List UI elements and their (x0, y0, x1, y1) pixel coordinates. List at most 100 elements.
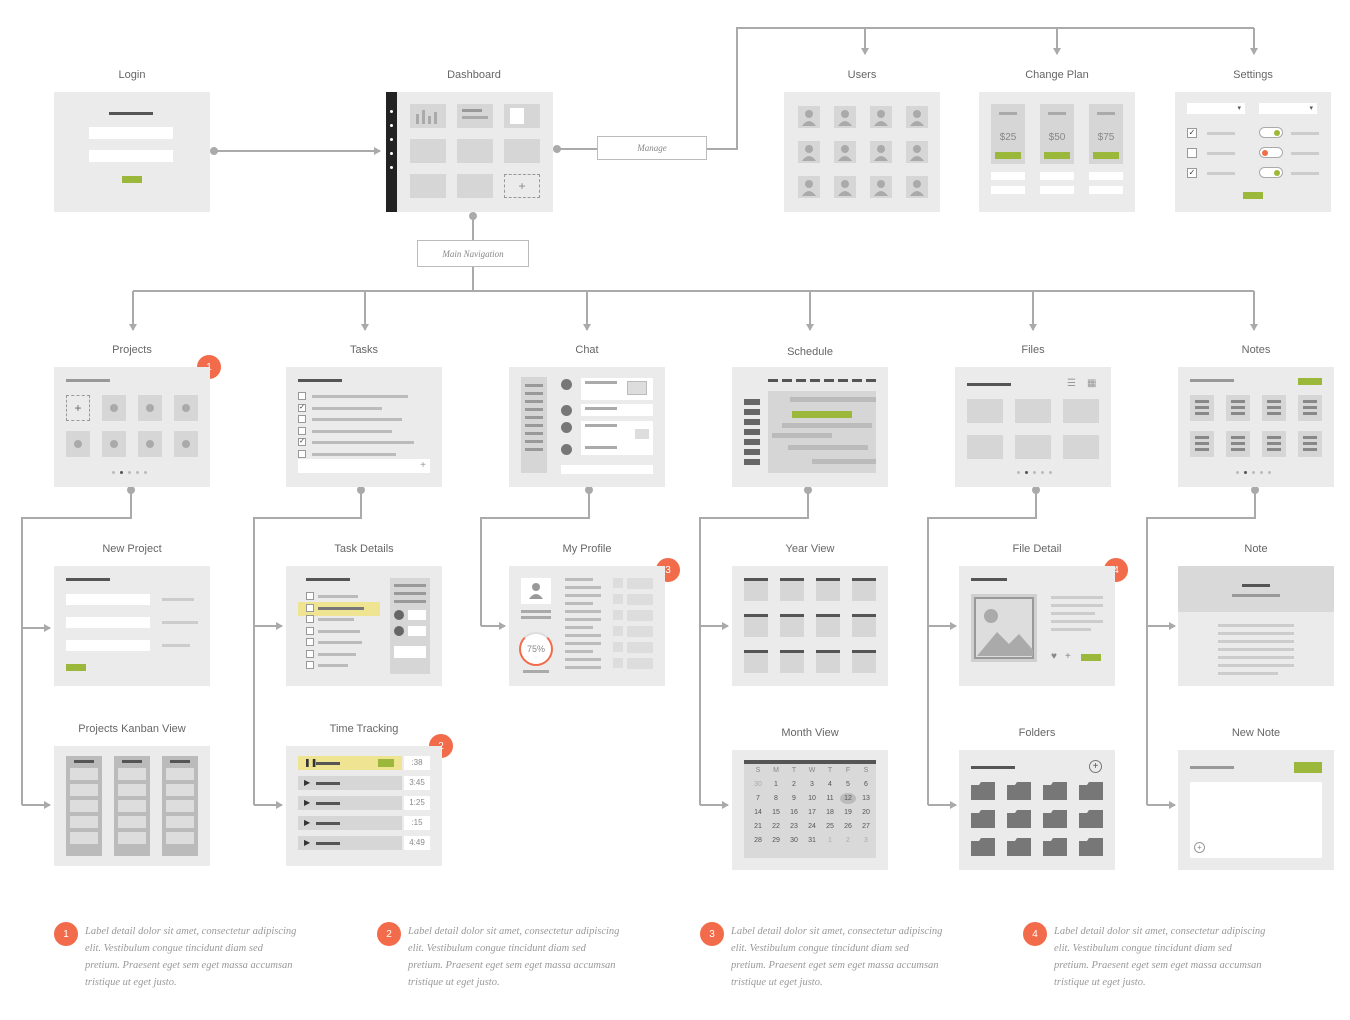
projects-screen[interactable]: + (54, 367, 210, 487)
new-project-screen[interactable] (54, 566, 210, 686)
user-icon (613, 642, 623, 652)
calendar-day: 6 (864, 781, 868, 788)
user-icon (613, 594, 623, 604)
play-icon: ▶ (304, 778, 311, 787)
note-card (1298, 431, 1322, 457)
folder-icon (971, 782, 995, 800)
user-icon (521, 578, 551, 604)
folder-icon (1079, 838, 1103, 856)
checkbox-icon (298, 392, 306, 400)
checkbox-icon (1187, 148, 1197, 158)
projects-title: Projects (112, 344, 152, 356)
month-view-title: Month View (781, 727, 839, 739)
project-card (138, 395, 162, 421)
calendar-day: 16 (790, 809, 798, 816)
avatar (561, 379, 572, 390)
note-card (1226, 431, 1250, 457)
time-tracking-screen[interactable]: ❚❚:38▶3:45▶1:25▶:15▶4:49 (286, 746, 442, 866)
add-attachment-icon: + (1194, 842, 1205, 853)
chat-screen[interactable] (509, 367, 665, 487)
time-value: 1:25 (404, 796, 430, 810)
month-cell (816, 617, 840, 637)
note-card (1190, 395, 1214, 421)
time-value: :15 (404, 816, 430, 830)
checkbox-icon (298, 415, 306, 423)
user-avatar-icon (834, 141, 856, 163)
checkbox-checked-icon: ✓ (298, 403, 306, 412)
pause-icon: ❚❚ (304, 758, 318, 767)
footnote-text: Label detail dolor sit amet, consectetur… (408, 926, 620, 988)
folder-icon (1043, 838, 1067, 856)
folder-icon (1007, 782, 1031, 800)
folders-screen[interactable]: + (959, 750, 1115, 870)
pagination-dot (144, 471, 147, 474)
project-card (138, 431, 162, 457)
dashboard-screen[interactable]: + (386, 92, 553, 212)
footnote-badge: 1 (54, 922, 78, 946)
calendar-day: 9 (792, 795, 796, 802)
checkbox-checked-icon: ✓ (1187, 168, 1197, 178)
avatar (561, 422, 572, 433)
kanban-card (118, 832, 146, 844)
calendar-weekday: T (827, 767, 833, 774)
pagination-dot (1252, 471, 1255, 474)
kanban-card (166, 784, 194, 796)
calendar-weekday: W (808, 767, 816, 774)
pagination-dot (128, 471, 131, 474)
new-note-screen[interactable]: + (1178, 750, 1334, 870)
dashboard-title: Dashboard (447, 69, 501, 81)
my-profile-title: My Profile (562, 543, 612, 555)
my-profile-screen[interactable]: 75% (509, 566, 665, 686)
toggle-off-icon (1259, 147, 1283, 158)
tasks-screen[interactable]: + ✓✓ (286, 367, 442, 487)
tasks-title: Tasks (349, 344, 379, 356)
change-plan-title: Change Plan (1025, 69, 1089, 81)
login-screen[interactable] (54, 92, 210, 212)
folder-icon (1079, 782, 1103, 800)
change-plan-screen[interactable]: $25 $50 $75 (979, 92, 1135, 212)
file-detail-screen[interactable]: ♥ + (959, 566, 1115, 686)
notes-screen[interactable] (1178, 367, 1334, 487)
note-screen[interactable] (1178, 566, 1334, 686)
login-title: Login (118, 69, 146, 81)
calendar-day: 3 (810, 781, 814, 788)
projects-kanban-screen[interactable] (54, 746, 210, 866)
calendar-day: 10 (808, 795, 816, 802)
month-cell (780, 617, 804, 637)
kanban-card (118, 816, 146, 828)
checkbox-icon (306, 615, 314, 623)
time-value: 3:45 (404, 776, 430, 790)
connector-files-sub (927, 490, 1037, 805)
kanban-card (118, 768, 146, 780)
year-view-screen[interactable] (732, 566, 888, 686)
calendar-day: 25 (826, 823, 834, 830)
kanban-card (166, 768, 194, 780)
user-icon (613, 658, 623, 668)
time-value: :38 (404, 756, 430, 770)
dropdown-icon: ▾ (1259, 103, 1317, 114)
projects-kanban-title: Projects Kanban View (78, 723, 186, 735)
calendar-day: 12 (840, 793, 856, 804)
calendar-day: 11 (826, 795, 834, 802)
login-button (122, 176, 142, 183)
user-avatar-icon (834, 106, 856, 128)
footnote-badge: 3 (700, 922, 724, 946)
time-value: 4:49 (404, 836, 430, 850)
footnote-badge: 4 (1023, 922, 1047, 946)
calendar-day: 18 (826, 809, 834, 816)
username-field (89, 127, 173, 139)
month-cell (852, 653, 876, 673)
user-icon (510, 108, 524, 124)
task-details-screen[interactable] (286, 566, 442, 686)
files-screen[interactable]: ☰ ▦ (955, 367, 1111, 487)
connector-manage-top (707, 27, 1254, 150)
schedule-screen[interactable] (732, 367, 888, 487)
folder-icon (1007, 838, 1031, 856)
connector-tasks-sub (253, 490, 362, 805)
users-screen[interactable] (784, 92, 940, 212)
settings-screen[interactable]: ▾ ▾ ✓ ✓ (1175, 92, 1331, 212)
calendar-day: 26 (844, 823, 852, 830)
project-card (102, 395, 126, 421)
calendar-day: 30 (754, 781, 762, 788)
